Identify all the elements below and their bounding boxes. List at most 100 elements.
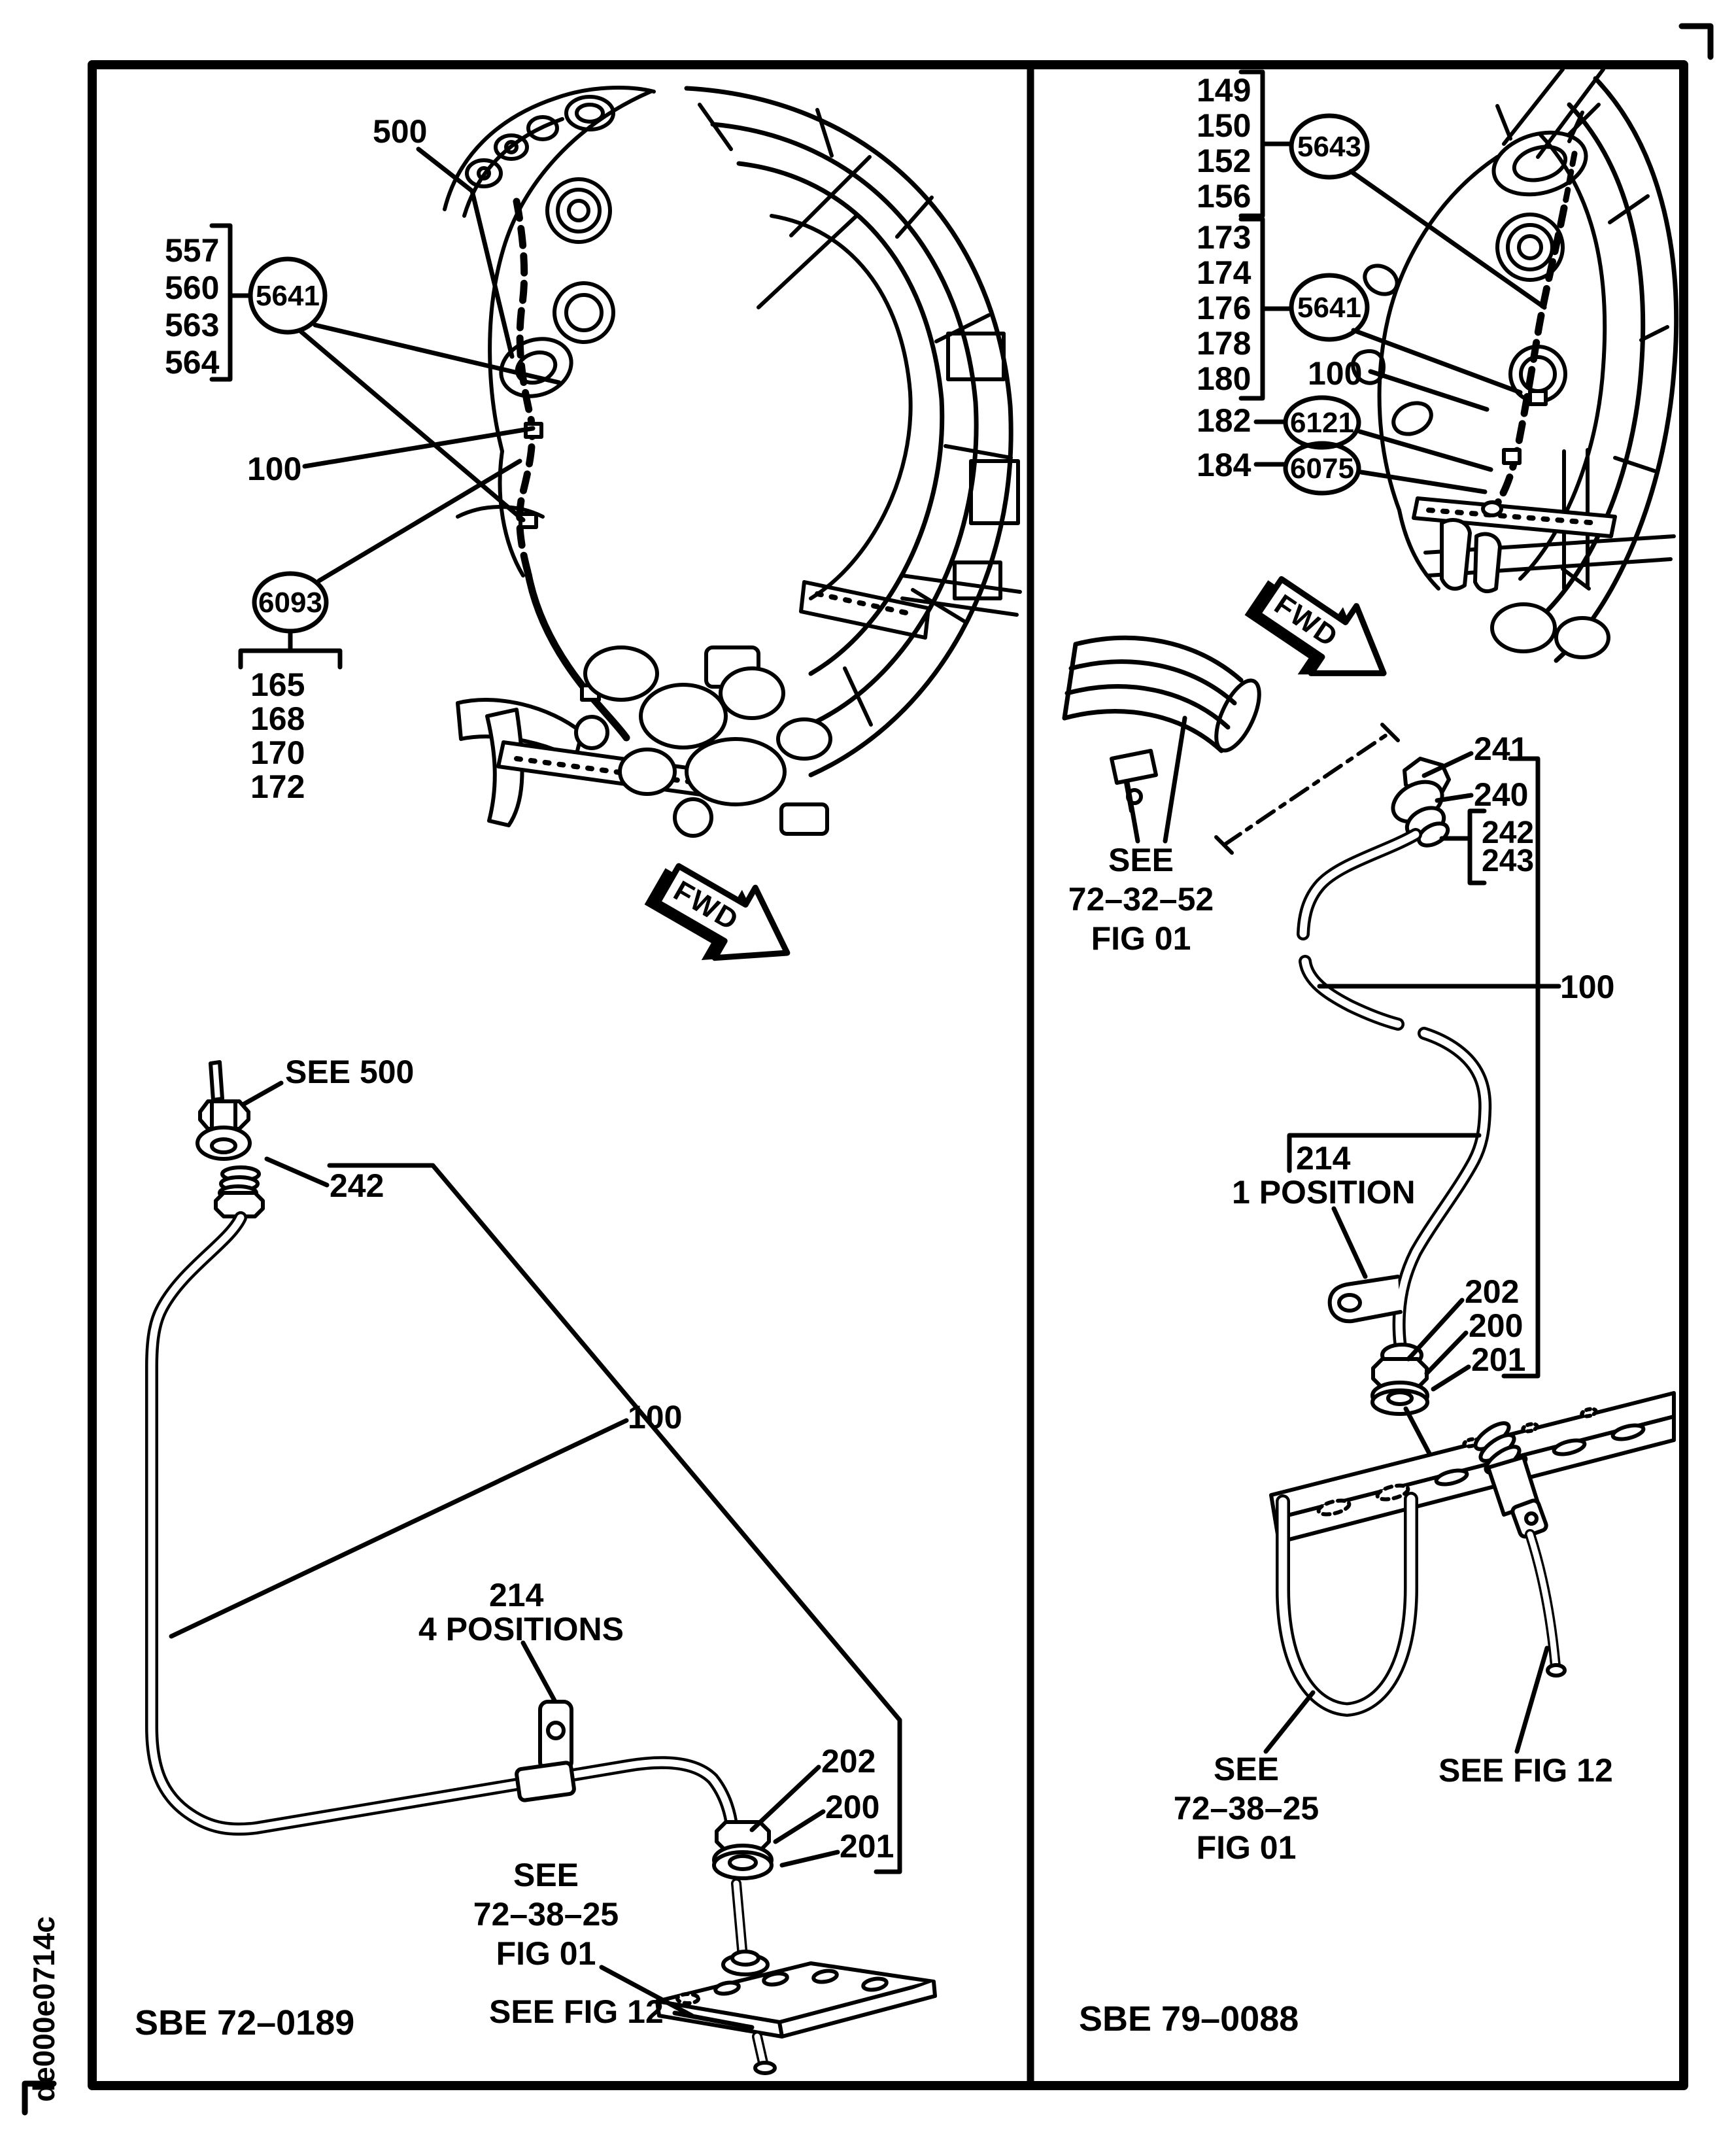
- callout-180: 180: [1197, 360, 1251, 397]
- callout-201-right: 201: [1471, 1341, 1526, 1378]
- right-tube-assembly: [1263, 751, 1676, 1754]
- callout-243-right: 243: [1482, 844, 1535, 878]
- callout-201: 201: [840, 1828, 894, 1865]
- callout-563: 563: [165, 307, 220, 343]
- callout-564: 564: [165, 344, 220, 381]
- clamp-tab-214: [538, 1700, 573, 1772]
- cowl-duct: [1062, 635, 1261, 844]
- top-flange: [443, 86, 656, 218]
- leader-7232-b: [1163, 715, 1187, 844]
- rear-casing: [799, 332, 1022, 640]
- ref-chapter: 72–38–25: [1173, 1790, 1319, 1827]
- balloon-6075: 6075: [1290, 453, 1354, 485]
- front-face-bosses: [499, 177, 615, 398]
- bracket-557-564: [209, 223, 233, 382]
- leader-6121: [1357, 429, 1493, 472]
- callout-200-right: 200: [1469, 1307, 1523, 1344]
- bracket-214-r: [1287, 1133, 1482, 1173]
- callout-174: 174: [1197, 254, 1251, 291]
- callout-176: 176: [1197, 290, 1251, 326]
- balloon-5641r-circle: [1289, 273, 1370, 342]
- see-ref-7238-left: SEE 72–38–25 FIG 01: [415, 1859, 677, 1976]
- right-callout-lines: [1238, 69, 1547, 496]
- see-word: SEE: [1213, 1751, 1280, 1787]
- see-fig-12-left: SEE FIG 12: [489, 1993, 664, 2030]
- rail-stringer: [1269, 1391, 1676, 1544]
- callout-214-right: 214: [1296, 1140, 1351, 1177]
- callout-214-note: 4 POSITIONS: [418, 1611, 624, 1647]
- leader-6093: [316, 458, 522, 583]
- bulkhead-fitting: [712, 1820, 774, 1880]
- leader-214: [520, 1640, 557, 1703]
- see-word: SEE: [513, 1857, 579, 1893]
- callout-152: 152: [1197, 143, 1251, 179]
- fwd-arrow-left: [644, 863, 791, 961]
- see-ref-7238-right: SEE 72–38–25 FIG 01: [1115, 1753, 1377, 1870]
- tube-nut-fitting: [214, 1165, 265, 1218]
- balloon-6121: 6121: [1290, 407, 1354, 439]
- leader-201: [779, 1850, 840, 1868]
- fwd-arrow-right: [1244, 576, 1387, 676]
- callout-165: 165: [250, 666, 305, 703]
- callout-100-tube: 100: [628, 1399, 683, 1436]
- bulkhead-fitting-r: [1370, 1343, 1429, 1416]
- leader-500: [416, 146, 515, 359]
- balloon-5641-circle: [248, 256, 328, 335]
- see-500-ref: SEE 500: [285, 1054, 415, 1090]
- drum-spokes: [698, 103, 1013, 727]
- callout-182: 182: [1197, 402, 1251, 439]
- centerline: [1214, 723, 1400, 855]
- bracket-242-flag: [327, 1163, 902, 1874]
- see-fig-12-right: SEE FIG 12: [1438, 1752, 1613, 1789]
- left-callout-lines: [209, 146, 562, 670]
- callout-group-173-180: 173 174 176 178 180: [1197, 221, 1251, 398]
- callout-168: 168: [250, 700, 305, 737]
- hose-end-fitting: [196, 1060, 252, 1161]
- callout-202: 202: [821, 1743, 876, 1780]
- right-engine-illustration: [1351, 69, 1679, 663]
- ref-chapter: 72–38–25: [473, 1896, 619, 1933]
- fuel-line-solid: [524, 570, 630, 742]
- mount-plate: [655, 1950, 937, 2039]
- callout-557: 557: [165, 232, 220, 269]
- callout-149: 149: [1197, 72, 1251, 109]
- leader-201-r: [1431, 1364, 1471, 1392]
- callout-100-engine-right: 100: [1308, 355, 1363, 392]
- callout-100-engine: 100: [247, 451, 302, 487]
- leader-240: [1435, 793, 1474, 803]
- callout-156: 156: [1197, 178, 1251, 215]
- line-clamp: [1502, 448, 1522, 465]
- leader-241: [1421, 751, 1474, 778]
- callout-240: 240: [1474, 776, 1529, 813]
- leader-100-engine: [302, 426, 536, 469]
- left-engine-illustration: [443, 86, 1022, 838]
- bracket-165-172: [238, 648, 343, 670]
- callout-173: 173: [1197, 219, 1251, 256]
- leader-100-tube: [169, 1418, 629, 1639]
- hose-run: [1297, 828, 1492, 1354]
- leader-seefig12-left: [672, 2010, 755, 2030]
- callout-242-right: 242: [1482, 816, 1535, 850]
- corner-mark-bottom-left: [22, 2080, 57, 2116]
- fuel-line-dashed: [1491, 204, 1568, 511]
- leader-1position: [1331, 1206, 1368, 1279]
- callout-178: 178: [1197, 325, 1251, 362]
- callout-500: 500: [373, 113, 428, 150]
- leader-5641r: [1351, 328, 1523, 395]
- leader-fig01-left: [599, 1965, 694, 2018]
- leader-202: [749, 1764, 821, 1833]
- leader-7232-a: [1125, 780, 1140, 844]
- callout-202-right: 202: [1465, 1273, 1520, 1310]
- figure-code-right: SBE 79–0088: [1079, 1999, 1299, 2039]
- callout-170: 170: [250, 734, 305, 771]
- callout-group-557-564: 557 560 563 564: [165, 234, 219, 383]
- u-duct: [1276, 1492, 1418, 1717]
- governor-pad: [1491, 104, 1588, 197]
- tube-union-sleeve: [515, 1761, 576, 1802]
- balloon-5641-right: 5641: [1297, 292, 1361, 324]
- balloon-6093: 6093: [258, 587, 322, 619]
- drain-fitting: [1473, 1421, 1548, 1539]
- fuel-tube-outline: [145, 1211, 739, 1838]
